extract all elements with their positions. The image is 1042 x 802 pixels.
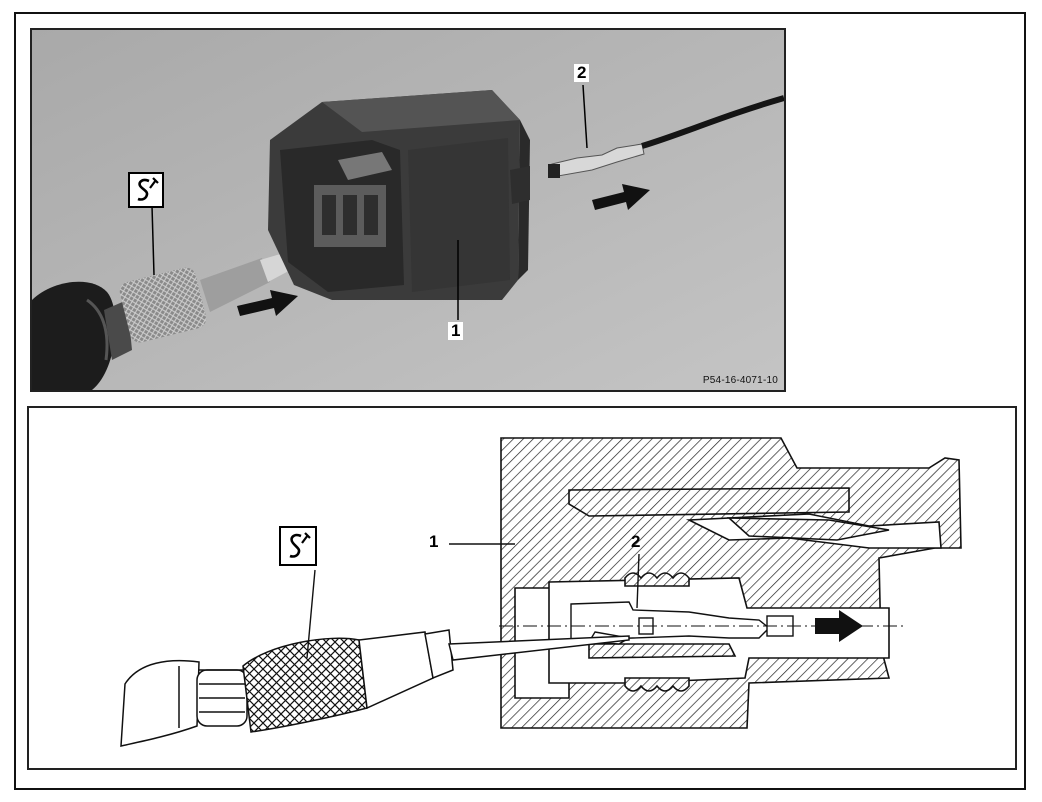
pull-arrow-right <box>592 184 650 210</box>
sectional-drawing <box>120 437 962 747</box>
callout-contact: 2 <box>574 64 590 82</box>
figure-reference: P54-16-4071-10 <box>702 375 778 386</box>
special-tool-icon <box>128 172 164 208</box>
pull-arrow <box>815 610 863 642</box>
callout-housing: 1 <box>448 322 464 340</box>
figure-frame <box>14 12 1026 790</box>
push-arrow-left <box>237 290 298 316</box>
release-tool <box>120 629 630 747</box>
tool-handle <box>32 281 116 390</box>
special-tool-icon <box>279 526 317 566</box>
photo-illustration <box>32 30 784 390</box>
housing-section <box>500 437 962 729</box>
callout-contact: 2 <box>631 532 641 551</box>
wire <box>641 95 784 149</box>
callout-housing: 1 <box>429 532 439 551</box>
photo-panel: 1 2 P54-16-4071-10 <box>30 28 786 392</box>
connector-housing <box>268 90 530 300</box>
removed-contact <box>548 143 645 178</box>
drawing-panel: 1 2 <box>27 406 1017 770</box>
